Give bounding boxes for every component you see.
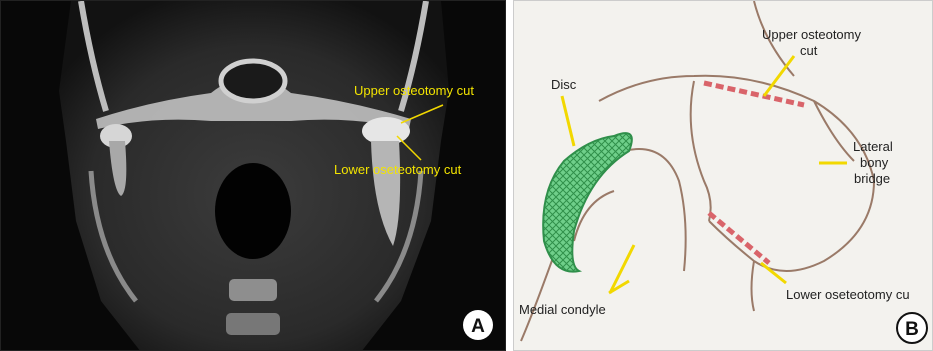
upper-cut-label: Upper osteotomy xyxy=(762,27,861,42)
ct-scan-panel: Upper osteotomy cut Lower oseteotomy cut… xyxy=(0,0,506,351)
medial-condyle-label: Medial condyle xyxy=(519,302,606,317)
disc-shape xyxy=(543,133,632,271)
lower-cut-label: Lower oseteotomy cut xyxy=(334,162,462,177)
lateral-label-line3: bridge xyxy=(854,171,890,186)
lateral-label-line2: bony xyxy=(860,155,889,170)
panel-badge-b-text: B xyxy=(905,319,919,340)
panel-badge-a-text: A xyxy=(471,316,485,337)
ct-scan-image: Upper osteotomy cut Lower oseteotomy cut… xyxy=(1,1,506,351)
schematic-panel: Upper osteotomy cut Disc Lateral bony br… xyxy=(513,0,933,351)
upper-cut-label: Upper osteotomy cut xyxy=(354,83,474,98)
lower-cut-dashes xyxy=(709,213,769,263)
pointer-lines xyxy=(562,56,847,293)
upper-cut-label-line2: cut xyxy=(800,43,818,58)
upper-cut-dashes xyxy=(704,83,804,105)
lower-cut-label: Lower oseteotomy cu xyxy=(786,287,910,302)
schematic-drawing: Upper osteotomy cut Disc Lateral bony br… xyxy=(514,1,933,351)
airway xyxy=(215,163,291,259)
disc-label: Disc xyxy=(551,77,577,92)
lateral-label: Lateral xyxy=(853,139,893,154)
